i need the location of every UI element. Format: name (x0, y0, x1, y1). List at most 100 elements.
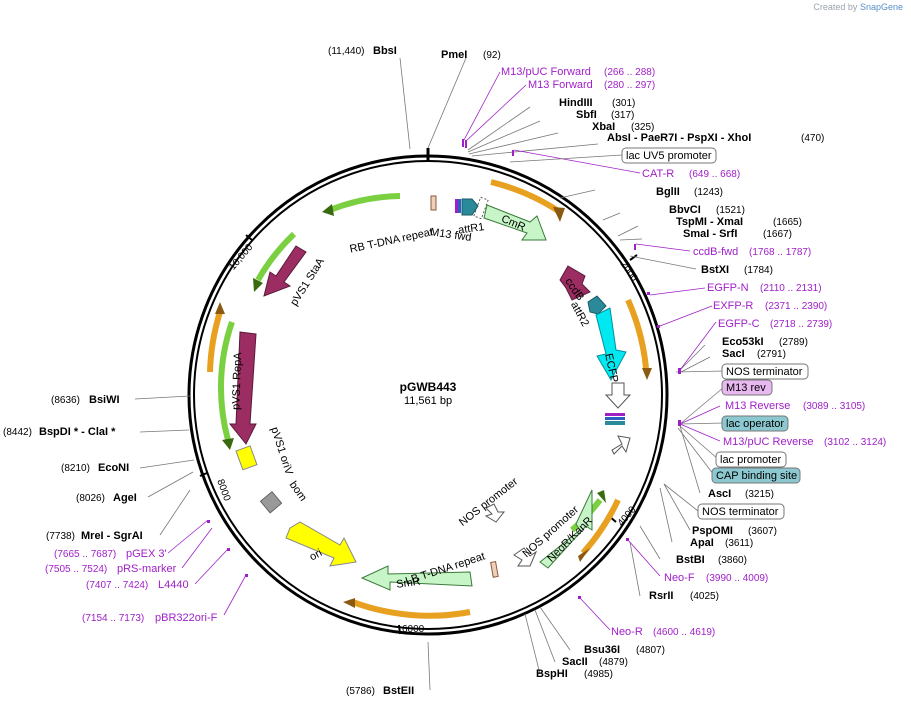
green-arrowhead (597, 490, 606, 503)
tick-6000: 6000 (398, 624, 425, 635)
primer-m13-reverse[interactable]: M13 Reverse (725, 400, 790, 412)
feature-box-lac-promoter[interactable] (715, 451, 787, 468)
site-sbfi-pos: (317) (611, 110, 634, 121)
rb-tdna-repeat-mark (430, 195, 437, 211)
site-pmei[interactable]: PmeI (441, 49, 467, 61)
site-bsiwi-pos: (8636) (51, 395, 80, 406)
site-bsu36i[interactable]: Bsu36I (584, 644, 620, 656)
neor-kanr-arrow (539, 489, 593, 569)
site-saci-pos: (2791) (757, 349, 786, 360)
feature-cap-binding-site: CAP binding site (716, 470, 797, 482)
primer-m13-puc-reverse[interactable]: M13/pUC Reverse (723, 436, 813, 448)
site-bsphi[interactable]: BspHI (536, 668, 568, 680)
site-bsteii[interactable]: BstEII (383, 685, 414, 697)
site-bstbi[interactable]: BstBI (676, 554, 705, 566)
site-sacii-pos: (4879) (599, 657, 628, 668)
primer-m13-forward[interactable]: M13 Forward (528, 79, 593, 91)
orange-arrowhead (343, 598, 355, 608)
site-apai[interactable]: ApaI (690, 537, 714, 549)
site-absi-xhoi[interactable]: AbsI - PaeR7I - PspXI - XhoI (607, 132, 751, 144)
leader-lines-primers (167, 71, 721, 631)
primer-exfp-r[interactable]: EXFP-R (713, 300, 753, 312)
attr2-label: attR2 (568, 300, 591, 329)
feature-box-nos-terminator-1[interactable] (721, 363, 809, 380)
site-absi-xhoi-pos: (470) (801, 133, 824, 144)
primer-egfp-c-pos: (2718 .. 2739) (770, 319, 832, 330)
site-apai-pos: (3611) (725, 538, 753, 549)
site-bbsi-pos: (11,440) (328, 46, 365, 57)
pvs1-repa-arrow (228, 331, 257, 445)
site-eco53ki[interactable]: Eco53kI (722, 336, 764, 348)
pvs1-oriv-box (235, 445, 258, 471)
feature-box-lac-operator[interactable] (721, 415, 789, 432)
site-rsrii[interactable]: RsrII (649, 590, 673, 602)
attr1-arrow (461, 198, 479, 216)
feature-nos-terminator-2: NOS terminator (702, 506, 779, 518)
orange-bar-top-right (490, 179, 562, 215)
site-bsu36i-pos: (4807) (636, 645, 665, 656)
site-hindiii[interactable]: HindIII (559, 97, 593, 109)
feature-box-m13-rev[interactable] (721, 379, 773, 396)
primer-m13-reverse-pos: (3089 .. 3105) (803, 401, 865, 412)
site-pspomi[interactable]: PspOMI (692, 525, 733, 537)
site-asci-pos: (3215) (745, 489, 774, 500)
pvs1-oriv-label: pVS1 oriV (268, 426, 295, 477)
smr-label: SmR (395, 576, 421, 591)
feature-m13-rev: M13 rev (726, 382, 766, 394)
primer-egfp-c[interactable]: EGFP-C (718, 318, 760, 330)
site-bsiwi[interactable]: BsiWI (89, 394, 120, 406)
feature-box-nos-terminator-2[interactable] (697, 503, 785, 520)
primer-l4440[interactable]: L4440 (158, 579, 189, 591)
nos-promoter-arrow-1 (484, 503, 506, 523)
site-bspdi-clai[interactable]: BspDI * - ClaI * (39, 426, 116, 438)
site-bstxi[interactable]: BstXI (701, 264, 729, 276)
green-arrowhead (222, 438, 234, 450)
site-xbai[interactable]: XbaI (592, 121, 615, 133)
primer-neo-f[interactable]: Neo-F (664, 572, 695, 584)
site-bbvci[interactable]: BbvCI (669, 204, 701, 216)
nos-promoter-label-1: NOS promoter (457, 475, 521, 528)
site-mrei-sgrai-pos: (7738) (46, 531, 75, 542)
primer-m13-puc-forward[interactable]: M13/pUC Forward (501, 66, 591, 78)
primer-ccdb-fwd[interactable]: ccdB-fwd (693, 246, 738, 258)
site-bstbi-pos: (3860) (718, 555, 747, 566)
plasmid-name: pGWB443 (400, 380, 457, 394)
snapgene-logo: SnapGene (859, 2, 903, 12)
site-asci[interactable]: AscI (708, 488, 731, 500)
pvs1-repa-label: pVS1 RepA (230, 352, 244, 411)
site-sbfi[interactable]: SbfI (576, 109, 597, 121)
primer-neo-f-pos: (3990 .. 4009) (706, 573, 768, 584)
site-bsphi-pos: (4985) (584, 669, 613, 680)
primer-cat-r[interactable]: CAT-R (642, 168, 674, 180)
site-smai-srfi[interactable]: SmaI - SrfI (683, 228, 737, 240)
site-econi-pos: (8210) (61, 463, 90, 474)
site-mrei-sgrai[interactable]: MreI - SgrAI (81, 530, 143, 542)
primer-prs-marker[interactable]: pRS-marker (117, 563, 177, 575)
site-econi[interactable]: EcoNI (98, 462, 129, 474)
site-saci[interactable]: SacI (722, 348, 745, 360)
site-bglii[interactable]: BglII (656, 186, 680, 198)
feature-box-cap-binding-site[interactable] (711, 467, 801, 484)
primer-labels: M13/pUC Forward (266 .. 288) M13 Forward… (45, 66, 886, 638)
site-sacii[interactable]: SacII (562, 656, 588, 668)
primer-neo-r[interactable]: Neo-R (611, 626, 643, 638)
site-bbsi[interactable]: BbsI (373, 45, 397, 57)
lb-tdna-repeat-mark (490, 561, 499, 578)
site-bglii-pos: (1243) (694, 187, 723, 198)
snapgene-credit: Created by SnapGene (813, 2, 903, 12)
lac-ops-marker-2 (605, 417, 625, 420)
ecfp-label: ECFP (602, 352, 620, 383)
primer-pgex3[interactable]: pGEX 3' (126, 548, 167, 560)
site-tspmi-xmai[interactable]: TspMI - XmaI (676, 216, 743, 228)
site-agei[interactable]: AgeI (113, 492, 137, 504)
bom-label: bom (287, 479, 309, 503)
site-bstxi-pos: (1784) (744, 265, 773, 276)
site-agei-pos: (8026) (76, 493, 105, 504)
primer-egfp-n[interactable]: EGFP-N (707, 282, 749, 294)
feature-box-lac-uv5[interactable] (621, 147, 717, 164)
primer-pbr322ori-f[interactable]: pBR322ori-F (155, 612, 218, 624)
ori-label: ori (308, 547, 324, 563)
pvs1-staa-arrow (263, 245, 307, 297)
primer-pgex3-pos: (7665 .. 7687) (54, 549, 116, 560)
